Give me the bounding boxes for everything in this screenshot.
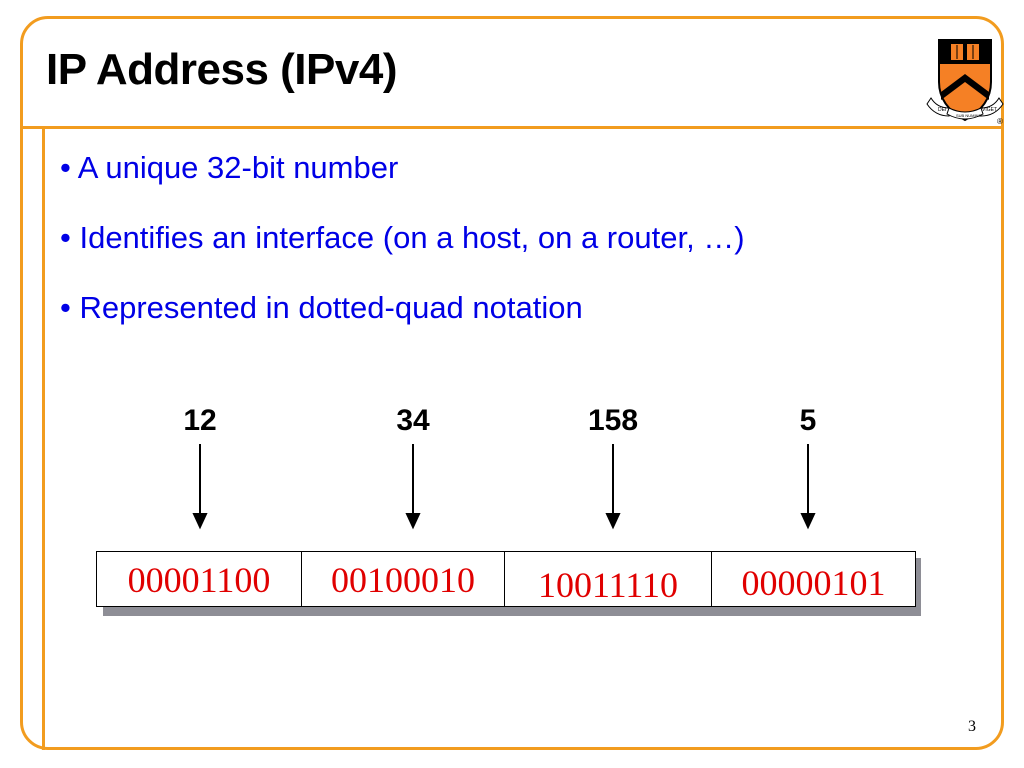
octet-decimal-1: 12 [183,404,217,437]
left-margin-rule [42,126,45,750]
octet-binary-2: 00100010 [301,551,505,607]
bullet-item: • Identifies an interface (on a host, on… [60,220,745,255]
octet-binary-1: 00001100 [96,551,302,607]
bullet-list: • A unique 32-bit number • Identifies an… [60,150,745,360]
arrow-head-2 [405,513,421,530]
octet-decimal-3: 158 [587,404,639,437]
logo-motto-right: VIGET [982,107,997,113]
octet-binary-4: 00000101 [711,551,916,607]
bullet-item: • A unique 32-bit number [60,150,399,185]
princeton-shield-logo: DEI SUB NUMINE VIGET ® [926,39,1004,124]
page-number: 3 [968,718,976,735]
bullet-item: • Represented in dotted-quad notation [60,290,583,325]
octet-decimal-4: 5 [799,404,817,437]
arrow-head-4 [800,513,816,530]
title-divider [20,126,1004,129]
slide-frame [20,16,1004,750]
slide-title: IP Address (IPv4) [46,45,397,94]
logo-motto-center: SUB NUMINE [956,113,981,118]
logo-motto-left: DEI [938,107,946,113]
arrow-head-1 [192,513,208,530]
octet-decimal-2: 34 [396,404,430,437]
octet-binary-3: 10011110 [504,551,712,607]
registered-mark: ® [997,117,1003,124]
arrow-head-3 [605,513,621,530]
